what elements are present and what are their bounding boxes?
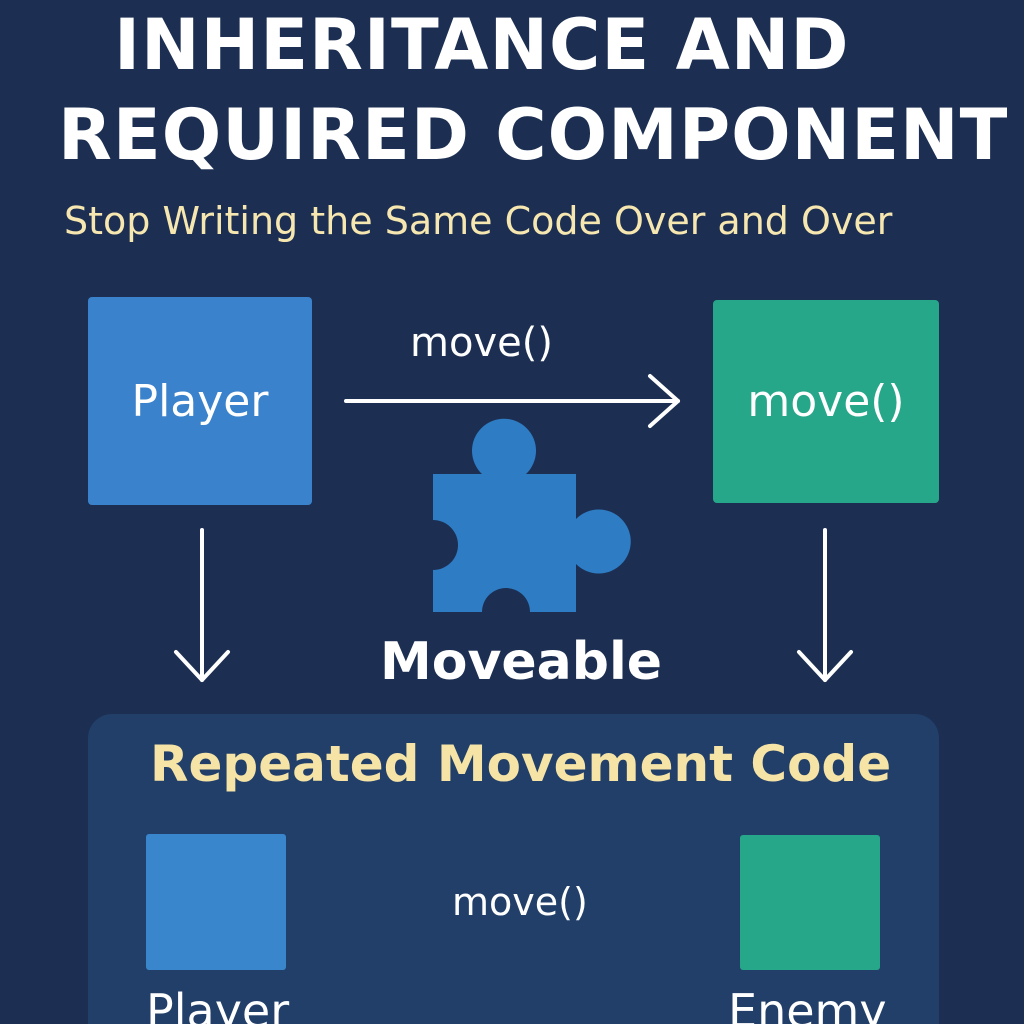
right-arrow [344,374,680,428]
move-box-label: move() [747,376,905,427]
panel-title: Repeated Movement Code [150,735,892,793]
move-box: move() [713,300,939,503]
arrow-label: move() [410,320,553,366]
panel-enemy-box [740,835,880,970]
panel-enemy-label: Enemy [728,984,887,1024]
player-box: Player [88,297,312,505]
panel-move-label: move() [452,880,588,924]
moveable-label: Moveable [380,632,663,692]
down-arrow-right [797,528,853,682]
player-box-label: Player [131,375,269,427]
panel-player-label: Player [146,984,290,1024]
down-arrow-left [174,528,230,682]
title-line-2: REQUIRED COMPONENT [58,94,1009,176]
puzzle-piece-icon [433,418,631,612]
panel-player-box [146,834,286,970]
subtitle: Stop Writing the Same Code Over and Over [64,199,893,243]
title-line-1: INHERITANCE AND [114,4,850,86]
